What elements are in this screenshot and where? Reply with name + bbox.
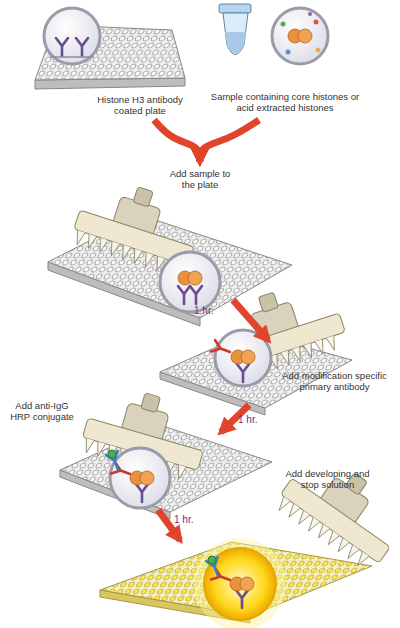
capture-antibody	[237, 364, 249, 382]
histone	[130, 471, 154, 485]
histone	[230, 577, 254, 591]
tube-liquid	[225, 32, 246, 54]
well-floor	[50, 56, 94, 58]
step-node: Add sample to the plate	[40, 162, 295, 300]
step-node: Add modification specific primary antibo…	[160, 340, 395, 405]
primary-antibody	[211, 340, 232, 357]
step-arrow	[154, 120, 200, 162]
tube-cap	[219, 4, 251, 13]
well-zoom	[160, 252, 220, 312]
capture-antibody	[178, 286, 190, 304]
step-caption: Add modification specific primary antibo…	[272, 370, 397, 393]
capture-antibody	[136, 484, 148, 502]
step-node: Add anti-IgG HRP conjugate	[5, 432, 275, 510]
signal-zoom	[204, 548, 276, 620]
coated-plate	[35, 8, 185, 89]
multichannel-pipette	[272, 445, 400, 574]
step-arrow	[158, 510, 180, 540]
step-arrow	[221, 405, 249, 432]
particle	[308, 12, 312, 16]
particle	[281, 22, 286, 27]
primary-antibody	[211, 568, 232, 585]
particle	[316, 48, 321, 53]
time-label: 1 hr.	[174, 514, 193, 525]
glow-halo	[194, 538, 286, 628]
hrp-enzyme	[108, 450, 116, 458]
step-caption: Add developing and stop solution	[280, 468, 375, 491]
step-arrow	[233, 300, 268, 340]
tube-body	[223, 13, 248, 55]
primary-antibody	[111, 462, 132, 479]
histone	[231, 350, 255, 364]
step-caption: Sample containing core histones or acid …	[210, 91, 360, 114]
step-node: Add developing and stop solution	[95, 540, 395, 620]
particle	[286, 50, 291, 55]
capture-antibody	[236, 590, 248, 608]
well-zoom	[44, 8, 100, 64]
capture-antibody	[56, 38, 68, 56]
histone	[288, 29, 312, 43]
histone	[178, 271, 202, 285]
step-caption: Add sample to the plate	[165, 168, 235, 191]
particle	[314, 20, 319, 25]
step-caption: Histone H3 antibody coated plate	[90, 94, 190, 117]
step-caption: Add anti-IgG HRP conjugate	[8, 400, 76, 423]
sample-zoom	[272, 8, 328, 64]
step-node: Histone H3 antibody coated plate	[30, 8, 185, 120]
primary-plate	[160, 275, 352, 415]
sample-plate	[48, 172, 292, 326]
well-zoom	[110, 448, 170, 508]
capture-antibody	[190, 286, 202, 304]
time-label: 1 hr.	[194, 305, 213, 316]
sample-tube	[219, 4, 328, 64]
step-node: Sample containing core histones or acid …	[210, 5, 360, 120]
capture-antibody	[76, 38, 88, 56]
developed-plate	[100, 445, 400, 628]
step-arrow	[200, 120, 259, 162]
secondary-plate	[60, 380, 272, 519]
hrp-enzyme	[208, 556, 216, 564]
